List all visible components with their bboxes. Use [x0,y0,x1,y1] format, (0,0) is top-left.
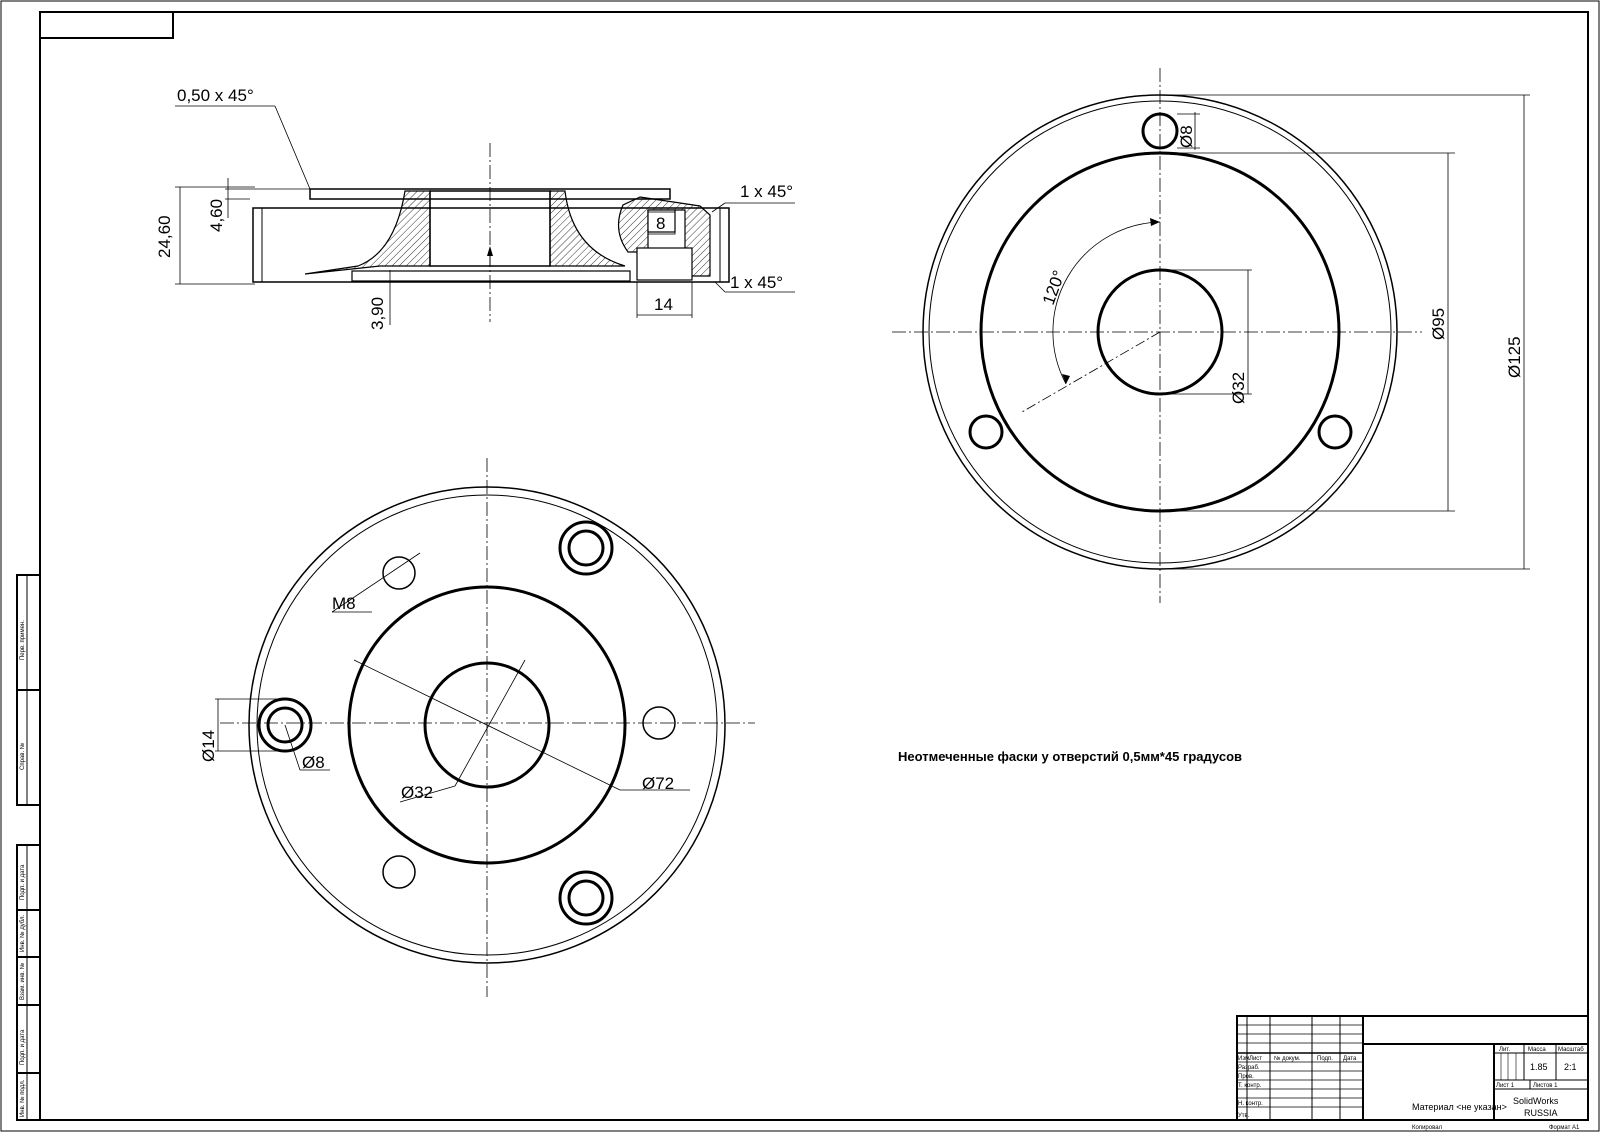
tb-sheets: Листов 1 [1533,1083,1558,1089]
tb-r-nkontr: Н. контр. [1238,1101,1263,1107]
bottom-counterbore-label: Ø14 [199,730,218,762]
front-hole-dia-label: Ø8 [1177,125,1196,148]
side-stamp-col6: Подп. и дата [20,1029,26,1065]
tb-copied: Копировал [1412,1125,1443,1131]
side-stamp-col4: Инв. № дубл. [19,915,26,952]
tb-sheet: Лист 1 [1496,1083,1515,1089]
chamfer-top-label: 0,50 x 45° [177,86,254,105]
tb-lit: Лит. [1499,1047,1510,1053]
tb-material: Материал <не указан> [1412,1102,1507,1112]
side-stamp-col1: Перв. примен. [20,620,26,660]
bottom-view [220,458,755,997]
side-stamp-col3: Подп. и дата [20,864,26,900]
height-total-label: 24,60 [155,215,174,258]
tb-h-sign: Подп. [1317,1056,1333,1062]
tb-r-razrab: Разраб. [1238,1065,1260,1071]
front-bore-dia-label: Ø32 [1229,372,1248,404]
bottom-view-dimensions [215,552,690,803]
tb-h-doc: № докум. [1274,1055,1301,1062]
counterbore-width-label: 14 [654,295,673,314]
side-view-dimensions [175,105,795,325]
side-stamp-col2: Справ. № [19,743,26,770]
bottom-hole-dia-label: Ø8 [302,753,325,772]
side-stamp-col7: Инв. № подл. [19,1079,26,1117]
side-stamp [16,574,41,1121]
drawing-note: Неотмеченные фаски у отверстий 0,5мм*45 … [898,749,1242,764]
front-view-dimensions [1160,94,1530,570]
side-stamp-col5: Взам. инв. № [19,963,26,1000]
hole-dia-side-label: 8 [656,214,665,233]
tb-company-1: SolidWorks [1513,1096,1559,1106]
title-block [1236,1015,1589,1121]
height-flange-label: 4,60 [207,199,226,232]
front-view [892,68,1422,603]
tb-h-izm: Изм. [1238,1056,1251,1062]
bottom-bore-dia-label: Ø32 [401,783,433,802]
tb-mass-value: 1.85 [1530,1062,1548,1072]
front-outer-dia-label: Ø125 [1505,336,1524,378]
chamfer-right-top-label: 1 x 45° [740,182,793,201]
front-inner-dia-label: Ø95 [1429,308,1448,340]
tb-h-date: Дата [1343,1056,1357,1062]
tb-r-tkontr: Т. контр. [1238,1083,1262,1089]
tb-scale-value: 2:1 [1564,1062,1577,1072]
front-angle-label: 120° [1039,268,1069,308]
tb-r-prov: Пров. [1238,1074,1254,1080]
side-section-view [252,143,730,322]
tb-format: Формат A1 [1549,1125,1580,1131]
bottom-circle-dia-label: Ø72 [642,774,674,793]
tb-h-list: Лист [1249,1056,1262,1062]
tb-scale: Масштаб [1558,1047,1584,1053]
tb-mass: Масса [1528,1047,1546,1053]
chamfer-right-bottom-label: 1 x 45° [730,273,783,292]
bottom-thread-label: M8 [332,594,356,613]
tb-company-2: RUSSIA [1524,1108,1558,1118]
depth-bottom-label: 3,90 [368,297,387,330]
tb-r-utv: Утв. [1238,1113,1250,1119]
